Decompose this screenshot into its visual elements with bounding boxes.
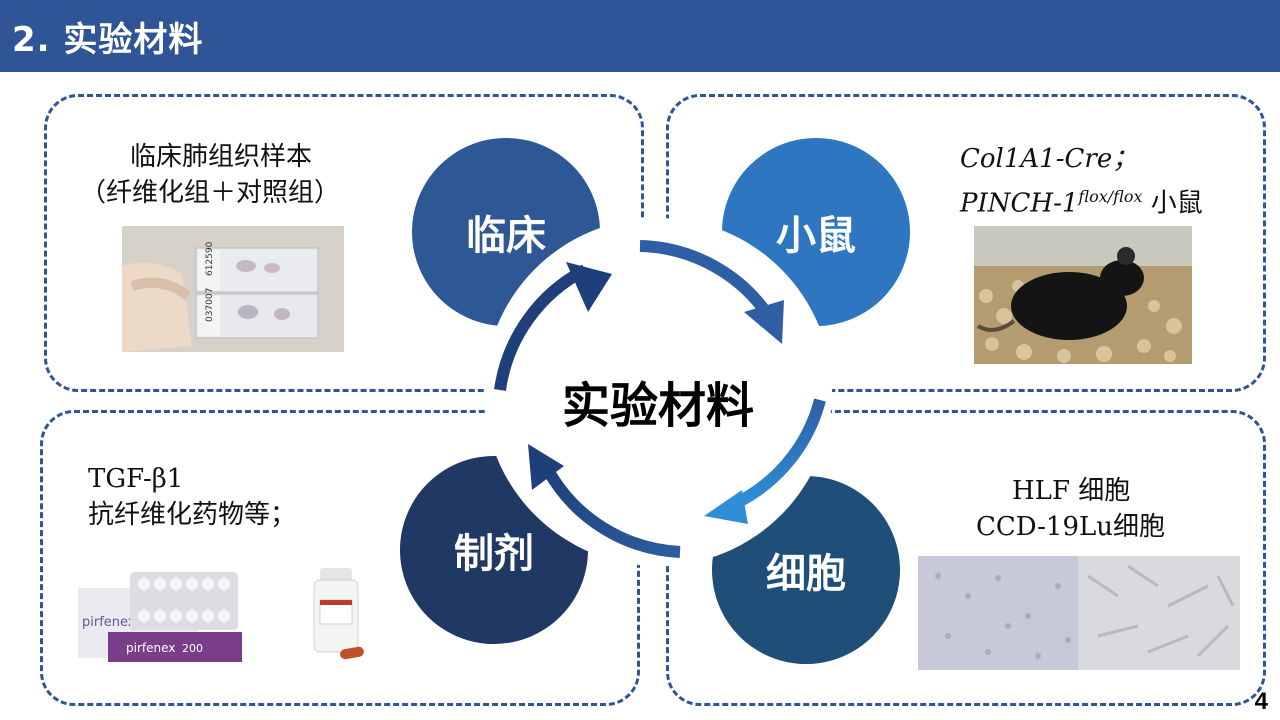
circle-agents: 制剂 [400, 456, 588, 644]
arc-left-lower [542, 467, 681, 558]
page-number: 4 [1254, 688, 1268, 715]
tissue-slides-photo: 612590 037007 [122, 226, 344, 352]
arc-right-upper [639, 240, 776, 322]
mouse-photo [974, 226, 1192, 364]
arrowhead-left [528, 444, 564, 490]
clinical-text-line2: （纤维化组＋对照组） [80, 178, 341, 208]
drug-box-photo: pirfenex pirfenex 200 [78, 570, 246, 666]
circle-agents-label: 制剂 [454, 531, 534, 577]
cells-photo [918, 556, 1240, 670]
drug-box-image: pirfenex pirfenex 200 [78, 570, 246, 666]
mouse-image [974, 226, 1192, 364]
center-label: 实验材料 [561, 378, 754, 434]
page-title: 2. 实验材料 [12, 20, 204, 60]
arrowhead-bottom [704, 490, 748, 524]
mouse-genotype-sup: flox/flox [1078, 187, 1143, 206]
drug-brand-text-2: pirfenex [126, 641, 175, 655]
drug-bottle-image [306, 566, 366, 666]
arc-right-lower [727, 398, 826, 512]
cells-image [918, 556, 1240, 670]
circle-mouse-label: 小鼠 [776, 213, 856, 259]
clinical-text-line1: 临床肺组织样本 [130, 142, 313, 172]
mouse-suffix: 小鼠 [1142, 188, 1203, 219]
header-bar: 2. 实验材料 [0, 0, 1280, 72]
slide-label-2: 037007 [205, 288, 215, 322]
cells-text-line2: CCD-19Lu细胞 [976, 512, 1165, 542]
cells-text-line1: HLF 细胞 [1012, 476, 1131, 506]
agents-text-line2: 抗纤维化药物等； [88, 500, 297, 530]
tissue-slides-image: 612590 037007 [122, 226, 344, 352]
drug-strength-text: 200 [182, 642, 203, 655]
arc-left-upper [494, 264, 588, 391]
slide-label-1: 612590 [205, 241, 215, 276]
arrowhead-right [744, 300, 784, 344]
agents-text-line1: TGF-β1 [88, 464, 184, 494]
circle-clinical-label: 临床 [466, 213, 546, 259]
mouse-genotype: PINCH-1 [960, 188, 1079, 219]
center-circle [484, 218, 832, 566]
drug-brand-text: pirfenex [82, 615, 136, 630]
mouse-text-line1: Col1A1-Cre； [960, 144, 1139, 174]
drug-bottle-photo [306, 566, 366, 666]
circle-cells-label: 细胞 [766, 551, 846, 597]
arrowhead-top [566, 262, 612, 312]
mouse-text-line2: PINCH-1flox/flox 小鼠 [960, 180, 1203, 221]
